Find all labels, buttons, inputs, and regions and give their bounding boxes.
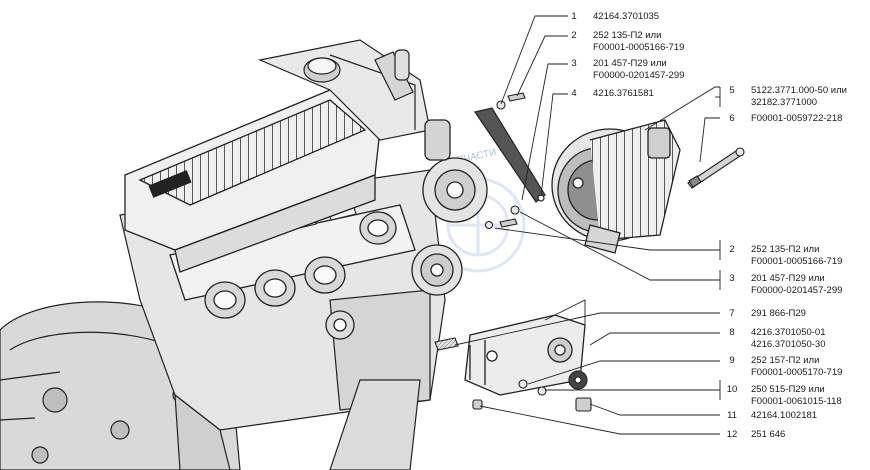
callout-part-alt: F00001-0005170-719 (751, 367, 843, 378)
callout-part-alt: F00001-0005166-719 (593, 42, 685, 53)
exhaust-manifold (169, 204, 416, 319)
bracket-plate (474, 107, 546, 203)
callout-part-number: 201 457-П29 или (593, 58, 667, 69)
callout-number: 6 (729, 113, 735, 124)
callout-part-number: 252 157-П2 или (751, 355, 820, 366)
callout-part-number: 252 135-П2 или (751, 244, 820, 255)
callout-number: 1 (571, 11, 577, 22)
callout-part-number: 291 866-П29 (751, 308, 806, 319)
callout-part-number: 250 515-П29 или (751, 384, 825, 395)
callout-part-number: 4216.3701050-01 (751, 327, 826, 338)
callout-part-alt: F00001-0005166-719 (751, 256, 843, 267)
callout-part-number: 252 135-П2 или (593, 30, 662, 41)
valve-cover (124, 89, 381, 273)
callout-part-number: F00001-0059722-218 (751, 113, 843, 124)
callout-part-number: 4216.3761581 (593, 88, 654, 99)
cylinder-head (257, 39, 431, 141)
callout-part-alt: 32182.3771000 (751, 97, 818, 108)
callout-part-number: 5122.3771.000-50 или (751, 85, 847, 96)
callout-number: 4 (571, 88, 577, 99)
callout-part-number: 251 646 (751, 429, 786, 440)
callout-number: 2 (729, 244, 735, 255)
callout-part-alt: F00000-0201457-299 (593, 70, 685, 81)
callout-number: 9 (729, 355, 735, 366)
front-pulleys (325, 119, 488, 340)
callout-part-number: 42164.3701035 (593, 11, 660, 22)
callout-number: 3 (571, 58, 577, 69)
callout-part-number: 201 457-П29 или (751, 273, 825, 284)
callout-part-alt: 4216.3701050-30 (751, 339, 826, 350)
callout-number: 12 (726, 429, 738, 440)
callout-number: 10 (726, 384, 738, 395)
alternator (551, 119, 681, 254)
leader-lines (454, 15, 721, 435)
callout-number: 2 (571, 30, 577, 41)
callout-part-alt: F00000-0201457-299 (751, 285, 843, 296)
callout-number: 3 (729, 273, 735, 284)
callout-part-alt: F00001-0061015-118 (751, 396, 842, 407)
callout-number: 8 (729, 327, 735, 338)
callout-number: 11 (727, 410, 737, 421)
callout-number: 7 (729, 308, 735, 319)
fasteners (434, 92, 745, 412)
callout-number: 5 (729, 85, 735, 96)
callout-part-number: 42164.1002181 (751, 410, 818, 421)
